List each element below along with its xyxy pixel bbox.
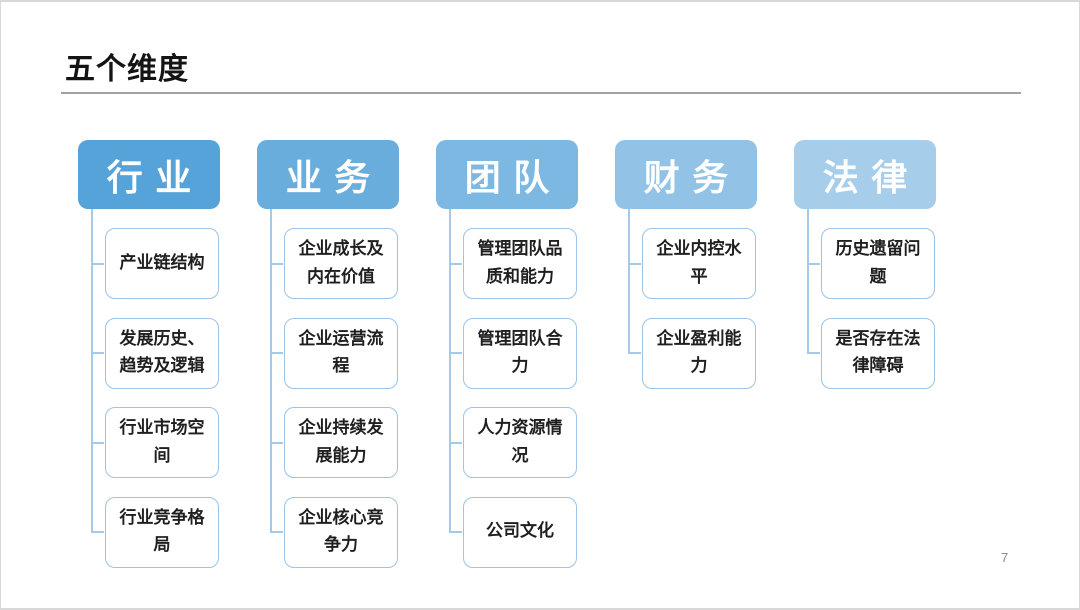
dimension-item: 历史遗留问题	[807, 228, 935, 299]
connector-trunk	[628, 209, 630, 353]
dimension-item: 企业成长及内在价值	[270, 228, 398, 299]
page-number: 7	[1001, 550, 1009, 565]
dimension-header-legal: 法律	[794, 140, 936, 209]
dimension-column-industry: 行业 产业链结构 发展历史、趋势及逻辑 行业市场空间 行业竞争格局	[78, 140, 220, 568]
dimension-items: 产业链结构 发展历史、趋势及逻辑 行业市场空间 行业竞争格局	[91, 228, 220, 568]
dimension-column-business: 业务 企业成长及内在价值 企业运营流程 企业持续发展能力 企业核心竞争力	[257, 140, 399, 568]
dimension-header-team: 团队	[436, 140, 578, 209]
dimension-item: 人力资源情况	[449, 407, 577, 478]
dimension-item: 企业内控水平	[628, 228, 756, 299]
page-title: 五个维度	[65, 53, 189, 86]
dimension-item: 行业竞争格局	[91, 496, 219, 568]
five-dimensions-diagram: 行业 产业链结构 发展历史、趋势及逻辑 行业市场空间 行业竞争格局 业务 企业成…	[78, 140, 936, 568]
title-divider	[61, 92, 1021, 94]
connector-trunk	[270, 209, 272, 532]
dimension-item: 行业市场空间	[91, 407, 219, 478]
dimension-items: 管理团队品质和能力 管理团队合力 人力资源情况 公司文化	[449, 228, 578, 568]
dimension-item: 公司文化	[449, 496, 577, 568]
dimension-header-business: 业务	[257, 140, 399, 209]
dimension-item: 企业盈利能力	[628, 317, 756, 389]
dimension-item: 企业持续发展能力	[270, 407, 398, 478]
dimension-items: 企业内控水平 企业盈利能力	[628, 228, 757, 389]
dimension-item: 产业链结构	[91, 228, 219, 299]
dimension-column-finance: 财务 企业内控水平 企业盈利能力	[615, 140, 757, 568]
dimension-item: 管理团队合力	[449, 317, 577, 389]
connector-trunk	[91, 209, 93, 532]
dimension-item: 企业核心竞争力	[270, 496, 398, 568]
dimension-column-team: 团队 管理团队品质和能力 管理团队合力 人力资源情况 公司文化	[436, 140, 578, 568]
dimension-item: 企业运营流程	[270, 317, 398, 389]
dimension-item: 是否存在法律障碍	[807, 317, 935, 389]
dimension-item: 发展历史、趋势及逻辑	[91, 317, 219, 389]
dimension-header-finance: 财务	[615, 140, 757, 209]
dimension-column-legal: 法律 历史遗留问题 是否存在法律障碍	[794, 140, 936, 568]
connector-trunk	[449, 209, 451, 532]
dimension-items: 历史遗留问题 是否存在法律障碍	[807, 228, 936, 389]
dimension-item: 管理团队品质和能力	[449, 228, 577, 299]
connector-trunk	[807, 209, 809, 353]
dimension-items: 企业成长及内在价值 企业运营流程 企业持续发展能力 企业核心竞争力	[270, 228, 399, 568]
dimension-header-industry: 行业	[78, 140, 220, 209]
